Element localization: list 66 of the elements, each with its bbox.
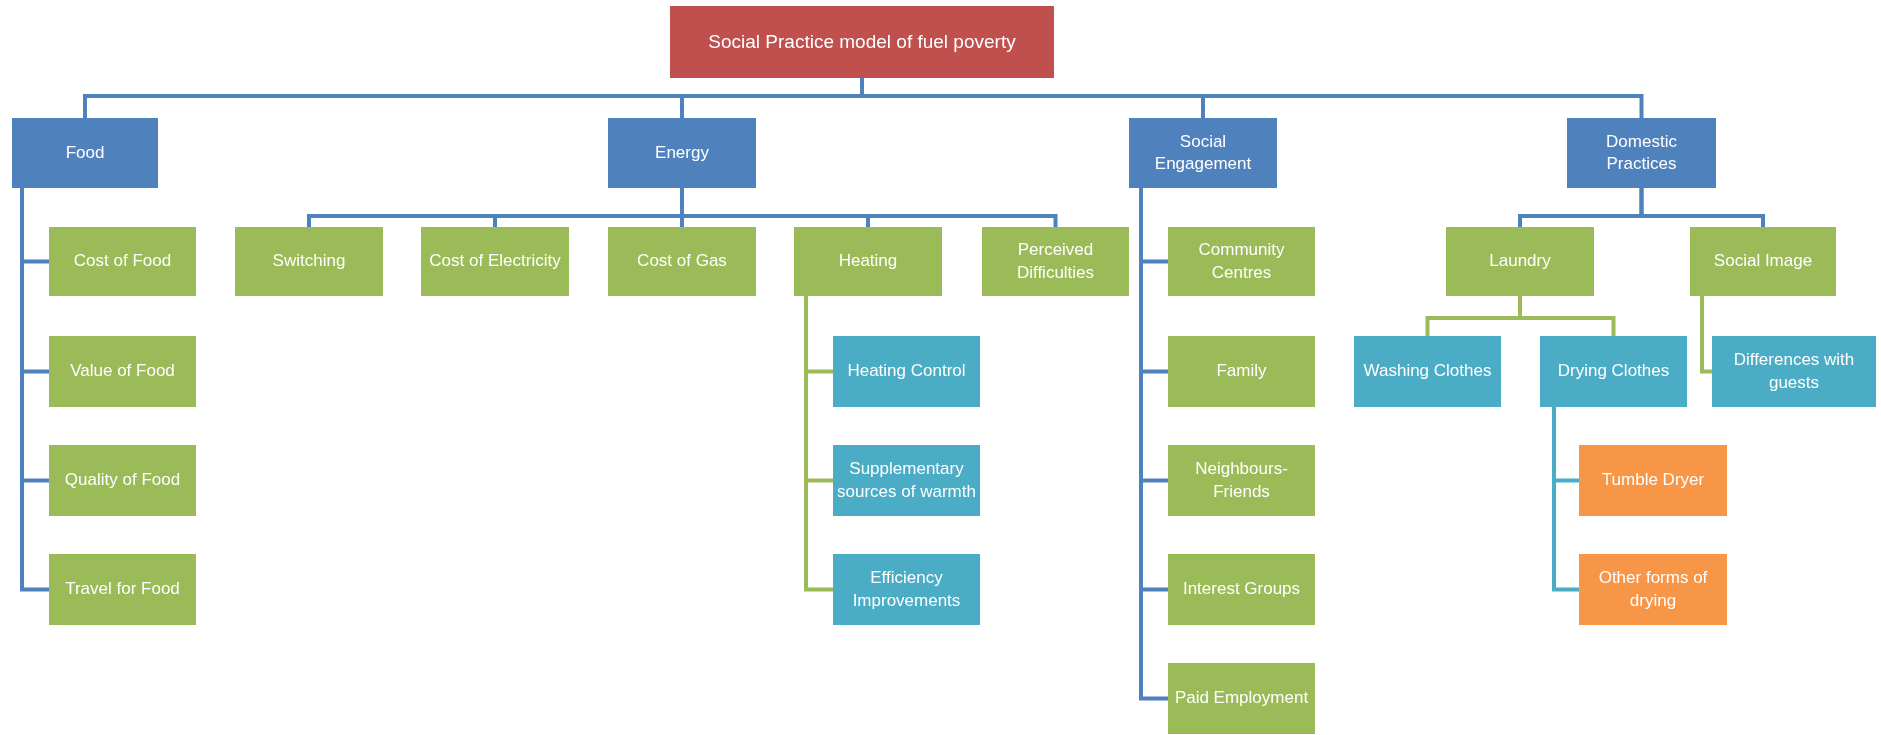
node-label: Social Practice model of fuel poverty [708, 29, 1016, 54]
node-label: Heating [838, 250, 898, 273]
category-box [833, 336, 980, 407]
category-box [12, 118, 158, 188]
category-box [1712, 336, 1876, 407]
connector-line [1518, 296, 1616, 336]
category-box [49, 227, 196, 296]
node-label: Social Image [1713, 250, 1813, 273]
category-box [1354, 336, 1501, 407]
node-label: Energy [655, 141, 709, 164]
node-label: Domestic Practices [1605, 130, 1678, 175]
node-label: Value of Food [70, 360, 175, 383]
category-box [1168, 445, 1315, 516]
connector-line [1700, 296, 1712, 374]
node-label: Switching [272, 250, 346, 273]
category-box [1567, 118, 1716, 188]
category-box [608, 118, 756, 188]
category-box [49, 336, 196, 407]
category-box [49, 445, 196, 516]
connector-line [1552, 407, 1579, 592]
category-box [1168, 663, 1315, 734]
category-box [1168, 227, 1315, 296]
connector-line [680, 188, 1058, 227]
node-label: Social Engagement [1153, 130, 1253, 175]
title-box [670, 6, 1054, 78]
connector-line [804, 296, 833, 592]
category-box [794, 227, 942, 296]
node-label: Cost of Electricity [429, 250, 561, 273]
node-label: Paid Employment [1174, 687, 1309, 710]
node-label: Heating Control [847, 360, 966, 383]
category-box [1446, 227, 1594, 296]
category-box [833, 445, 980, 516]
node-label: Travel for Food [65, 578, 180, 601]
node-label: Perceived Difficulties [1015, 239, 1096, 284]
category-box [49, 554, 196, 625]
node-label: Other forms of drying [1597, 567, 1709, 612]
category-box [833, 554, 980, 625]
node-label: Cost of Food [73, 250, 172, 273]
node-label: Interest Groups [1182, 578, 1301, 601]
node-label: Supplementary sources of warmth [837, 458, 976, 503]
node-label: Food [65, 141, 105, 164]
node-label: Drying Clothes [1557, 360, 1670, 383]
node-label: Differences with guests [1732, 349, 1856, 394]
node-label: Efficiency Improvements [851, 567, 962, 612]
node-label: Cost of Gas [637, 250, 727, 273]
connector-line [20, 188, 49, 592]
node-label: Washing Clothes [1363, 360, 1492, 383]
category-box [608, 227, 756, 296]
node-label: Laundry [1489, 250, 1551, 273]
node-label: Community Centres [1197, 239, 1286, 284]
node-label: Quality of Food [64, 469, 181, 492]
category-box [1129, 118, 1277, 188]
node-label: Family [1216, 360, 1267, 383]
category-box [235, 227, 383, 296]
category-box [1579, 554, 1727, 625]
category-box [982, 227, 1129, 296]
category-box [421, 227, 569, 296]
node-label: Tumble Dryer [1601, 469, 1705, 492]
connector-line [1639, 188, 1765, 227]
category-box [1540, 336, 1687, 407]
category-box [1690, 227, 1836, 296]
category-box [1168, 336, 1315, 407]
category-box [1168, 554, 1315, 625]
node-label: Neighbours-Friends [1194, 458, 1289, 503]
connector-line [1139, 188, 1168, 701]
category-box [1579, 445, 1727, 516]
